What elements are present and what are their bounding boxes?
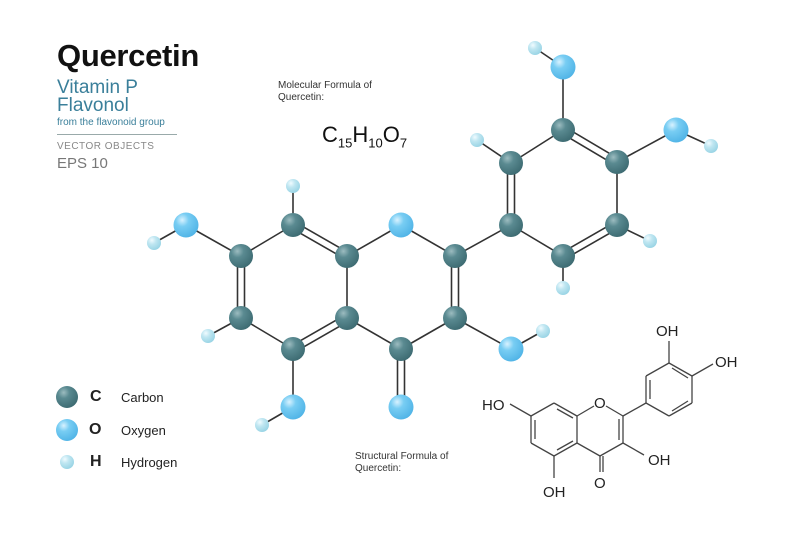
- eps-label: EPS 10: [57, 155, 108, 172]
- label-oh-right: OH: [715, 354, 738, 371]
- hydrogen-atom: [528, 41, 542, 55]
- carbon-atom: [499, 151, 523, 175]
- carbon-atom: [229, 244, 253, 268]
- legend-oxygen-label: Oxygen: [121, 423, 166, 438]
- skeletal-bond: [605, 405, 624, 417]
- legend-icons: [56, 386, 78, 469]
- ball-stick-bonds: [153, 47, 712, 426]
- legend-hydrogen-label: Hydrogen: [121, 455, 178, 470]
- skeletal-bond: [553, 402, 578, 417]
- skeletal-bond: [645, 362, 670, 377]
- caption-line: Quercetin:: [355, 463, 402, 474]
- carbon-atom: [389, 337, 413, 361]
- page-title: Quercetin: [57, 38, 200, 73]
- subtitle-group: from the flavonoid group: [57, 117, 165, 128]
- formula-c: C: [322, 122, 338, 147]
- skeletal-bond: [622, 442, 645, 456]
- skeletal-bond: [668, 402, 693, 417]
- skeletal-bond: [530, 402, 555, 417]
- skeletal-bond: [509, 403, 532, 417]
- oxygen-atom: [388, 212, 414, 238]
- hydrogen-atom: [470, 133, 484, 147]
- carbon-atom: [443, 306, 467, 330]
- carbon-atom: [443, 244, 467, 268]
- vector-label: VECTOR OBJECTS: [57, 141, 155, 152]
- skeletal-bond: [556, 440, 574, 451]
- structural-formula-labels: HO OH O O OH OH OH: [482, 323, 738, 501]
- caption-line: Quercetin:: [278, 92, 325, 103]
- molecular-formula: C15H10O7: [322, 122, 407, 150]
- skeletal-bond: [576, 405, 595, 417]
- skeletal-bond: [530, 442, 555, 457]
- carbon-atom: [281, 337, 305, 361]
- caption-line: Molecular Formula of: [278, 80, 372, 91]
- label-carbonyl-o: O: [594, 475, 606, 492]
- label-oh-top: OH: [656, 323, 679, 340]
- hydrogen-atom: [255, 418, 269, 432]
- carbon-atom: [605, 213, 629, 237]
- formula-h-count: 10: [368, 135, 383, 151]
- carbon-atom: [551, 118, 575, 142]
- skeletal-bond: [622, 402, 647, 417]
- skeletal-bond: [691, 363, 714, 377]
- skeletal-bond: [671, 367, 689, 379]
- divider: [57, 134, 177, 135]
- caption-line: Structural Formula of: [355, 451, 449, 462]
- label-oh-c3: OH: [648, 452, 671, 469]
- structural-formula-caption: Structural Formula of Quercetin:: [355, 451, 448, 475]
- carbon-atom: [499, 213, 523, 237]
- skeletal-bond: [668, 362, 693, 377]
- hydrogen-atom: [536, 324, 550, 338]
- legend-carbon-symbol: C: [90, 388, 102, 405]
- oxygen-atom: [280, 394, 306, 420]
- subtitle-class: Flavonol: [57, 95, 129, 116]
- skeletal-bond: [645, 402, 670, 417]
- oxygen-atom: [388, 394, 414, 420]
- label-oh-bottom: OH: [543, 484, 566, 501]
- formula-o: O: [382, 122, 400, 147]
- legend-carbon-label: Carbon: [121, 390, 164, 405]
- skeletal-bond: [576, 442, 601, 457]
- ball-stick-atoms: [147, 41, 718, 432]
- hydrogen-atom: [147, 236, 161, 250]
- hydrogen-legend-icon: [60, 455, 74, 469]
- hydrogen-atom: [201, 329, 215, 343]
- carbon-atom: [551, 244, 575, 268]
- hydrogen-atom: [286, 179, 300, 193]
- legend-oxygen-symbol: O: [89, 421, 102, 438]
- oxygen-atom: [173, 212, 199, 238]
- oxygen-legend-icon: [56, 419, 78, 441]
- skeletal-bond: [671, 400, 689, 412]
- hydrogen-atom: [556, 281, 570, 295]
- formula-h: H: [352, 122, 369, 147]
- structural-formula: [509, 341, 714, 478]
- formula-o-count: 7: [399, 135, 408, 151]
- hydrogen-atom: [704, 139, 718, 153]
- hydrogen-atom: [643, 234, 657, 248]
- formula-c-count: 15: [337, 135, 353, 151]
- carbon-atom: [335, 306, 359, 330]
- carbon-atom: [335, 244, 359, 268]
- carbon-legend-icon: [56, 386, 78, 408]
- oxygen-atom: [663, 117, 689, 143]
- molecular-formula-caption: Molecular Formula of Quercetin:: [278, 80, 372, 104]
- oxygen-atom: [550, 54, 576, 80]
- carbon-atom: [281, 213, 305, 237]
- skeletal-bond: [599, 442, 624, 457]
- legend-hydrogen-symbol: H: [90, 453, 102, 470]
- label-ho: HO: [482, 397, 505, 414]
- skeletal-bond: [556, 408, 574, 419]
- subtitle-vitamin: Vitamin P: [57, 77, 138, 98]
- carbon-atom: [229, 306, 253, 330]
- carbon-atom: [605, 150, 629, 174]
- label-ring-o: O: [594, 395, 606, 412]
- oxygen-atom: [498, 336, 524, 362]
- skeletal-bond: [553, 442, 578, 457]
